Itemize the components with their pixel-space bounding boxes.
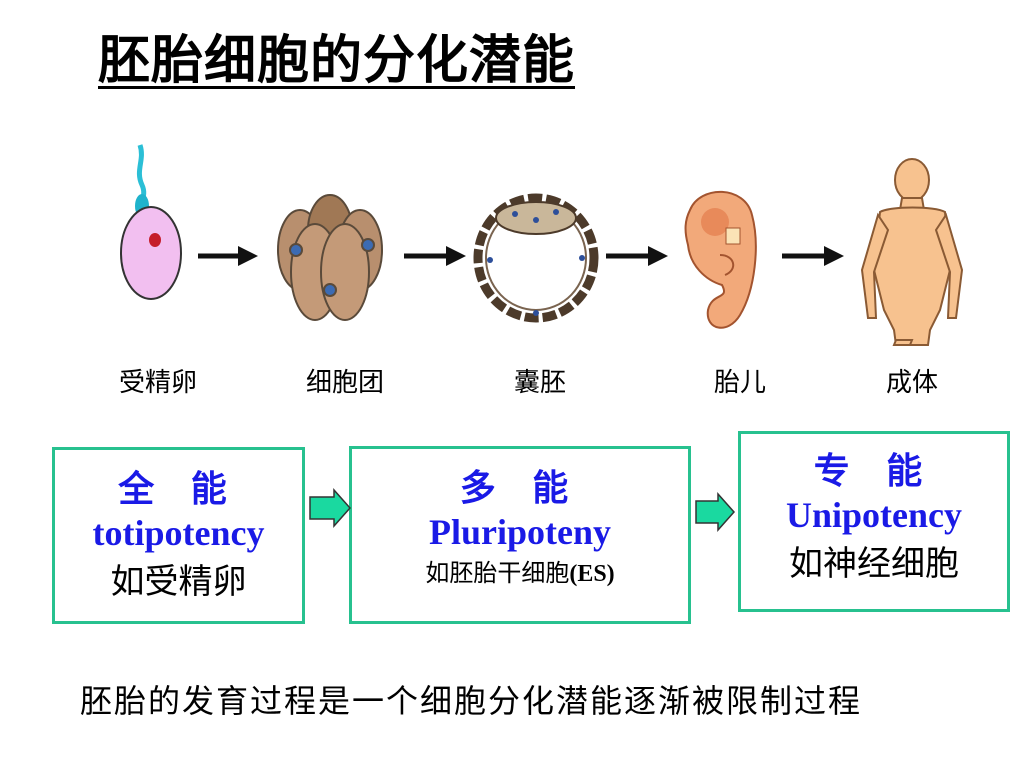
- stage-label-adult: 成体: [885, 368, 939, 398]
- totipotency-box: 全 能 totipotency 如受精卵: [52, 447, 305, 624]
- green-arrow-icon-2: [695, 492, 736, 532]
- stage-label-morula: 细胞团: [305, 368, 385, 398]
- footer-note: 胚胎的发育过程是一个细胞分化潜能逐渐被限制过程: [80, 682, 863, 720]
- unipotency-cn-label: 专 能: [813, 451, 935, 492]
- stage-arrow-3: [606, 246, 668, 266]
- blastocyst-image: [473, 193, 599, 323]
- totipotency-en-label: totipotency: [92, 513, 265, 553]
- fertilized-egg-image: [120, 144, 182, 300]
- pluripotency-example-text: 如胚胎干细胞: [425, 559, 570, 587]
- unipotency-box: 专 能 Unipotency 如神经细胞: [738, 431, 1010, 612]
- green-arrow-icon-1: [309, 488, 352, 528]
- totipotency-example: 如受精卵: [110, 562, 247, 602]
- stage-label-zygote: 受精卵: [118, 368, 198, 398]
- cell-cluster-image: [277, 194, 383, 321]
- page-title: 胚胎细胞的分化潜能: [98, 31, 576, 91]
- totipotency-cn-label: 全 能: [118, 469, 239, 510]
- fetus-image: [684, 190, 757, 329]
- unipotency-en-label: Unipotency: [785, 495, 962, 535]
- pluripotency-example: 如胚胎干细胞(ES): [352, 553, 688, 588]
- stage-arrow-2: [404, 246, 466, 266]
- stage-label-blastocyst: 囊胚: [513, 368, 567, 398]
- development-illustration: [120, 144, 964, 346]
- stage-arrow-4: [782, 246, 844, 266]
- adult-image: [860, 158, 964, 346]
- pluripotency-example-suffix: (ES): [569, 561, 615, 587]
- unipotency-example: 如神经细胞: [789, 544, 959, 584]
- pluripotency-cn-label: 多 能: [459, 468, 581, 509]
- stage-label-fetus: 胎儿: [713, 368, 767, 398]
- stage-arrow-1: [198, 246, 258, 266]
- pluripotency-en-label: Pluripoteny: [428, 512, 611, 552]
- pluripotency-box: 多 能 Pluripoteny 如胚胎干细胞(ES): [349, 446, 691, 624]
